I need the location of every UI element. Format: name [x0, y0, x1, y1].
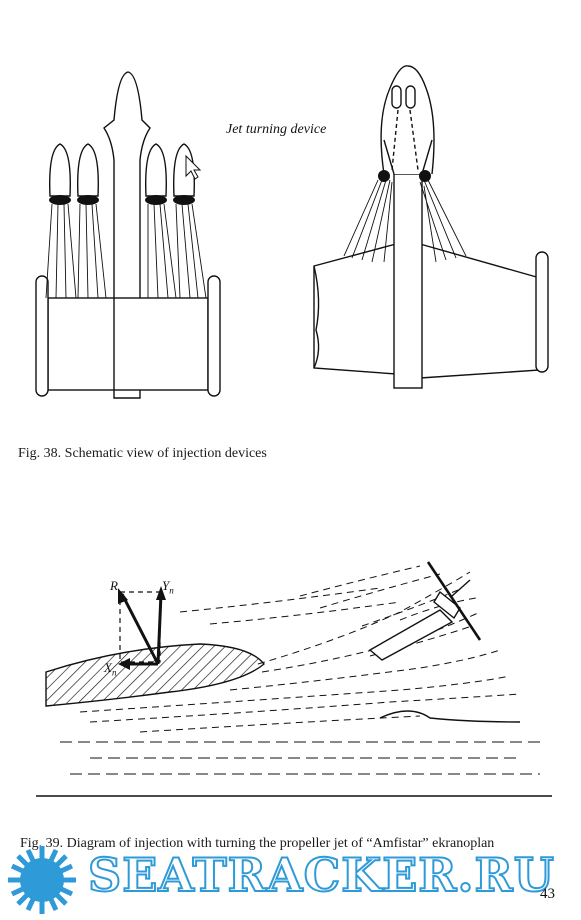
left-endplate-l — [35, 275, 49, 397]
fig39-caption: Fig. 39. Diagram of injection with turni… — [20, 836, 495, 851]
right-wing — [313, 243, 541, 379]
force-y-vector — [156, 593, 163, 665]
engine-nacelle — [368, 609, 454, 661]
left-endplate-r — [207, 275, 221, 397]
wing-profile — [45, 643, 265, 707]
symbol-y: Yп — [162, 578, 174, 596]
left-engines — [49, 143, 195, 197]
right-fuselage — [393, 173, 423, 389]
fig38-drawing — [35, 65, 549, 399]
force-r-vector — [120, 593, 160, 665]
watermark-text: SEATRACKER.RU — [87, 847, 555, 903]
symbol-r: R — [110, 578, 118, 593]
propeller-blade — [426, 561, 482, 641]
mouse-cursor-icon — [185, 154, 202, 180]
right-endplate — [535, 251, 549, 373]
watermark-sun-logo — [8, 846, 76, 914]
fig39-drawing — [36, 561, 552, 797]
water-surface — [379, 710, 521, 723]
fig38-caption: Fig. 38. Schematic view of injection dev… — [18, 446, 267, 461]
left-plumes — [45, 203, 207, 299]
page-number: 43 — [540, 886, 555, 902]
left-wing — [47, 297, 209, 391]
right-plumes — [343, 179, 467, 263]
jet-turning-device-label: Jet turning device — [226, 122, 327, 137]
symbol-x: Xп — [104, 660, 117, 678]
